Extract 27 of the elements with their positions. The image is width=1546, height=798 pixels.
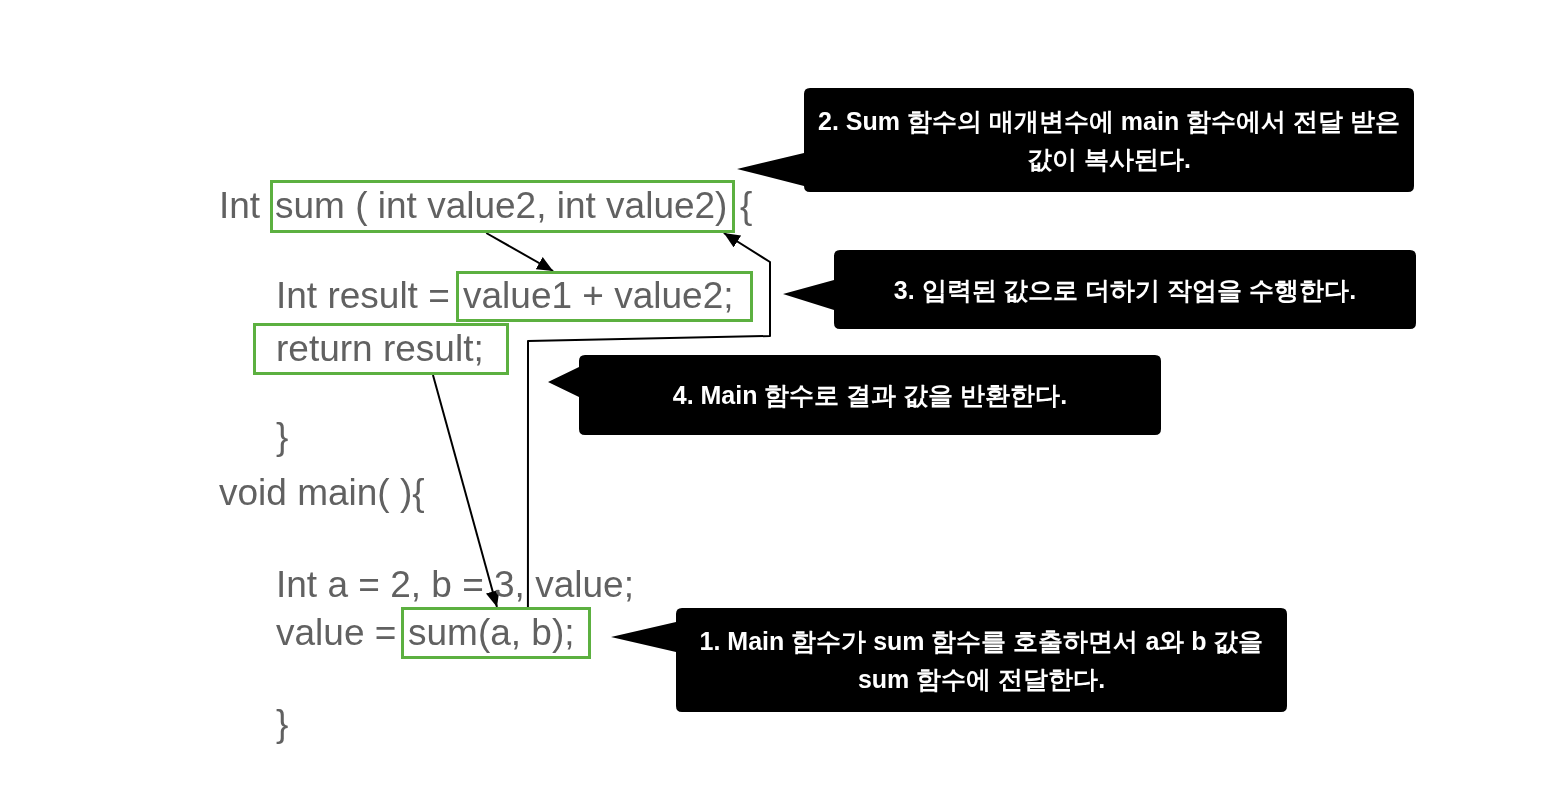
code-text: return result;	[276, 327, 484, 371]
code-line: }	[276, 702, 289, 746]
callout-text: 2. Sum 함수의 매개변수에 main 함수에서 전달 받은 값이 복사된다.	[817, 106, 1401, 175]
code-text: sum ( int value2, int value2)	[275, 185, 728, 228]
code-line: }	[276, 415, 289, 459]
callout-text: 3. 입력된 값으로 더하기 작업을 수행한다.	[893, 274, 1357, 306]
arrow	[526, 232, 771, 608]
code-line: value =	[276, 611, 397, 655]
highlight-box	[270, 180, 735, 233]
callout-text: 4. Main 함수로 결과 값을 반환한다.	[672, 380, 1068, 411]
speech-bubble	[611, 608, 1287, 712]
arrow	[431, 374, 500, 608]
code-line: Int result =	[276, 275, 450, 318]
callout-text: 1. Main 함수가 sum 함수를 호출하면서 a와 b 값을 sum 함수에 전달한다.	[698, 626, 1265, 695]
code-line: Int	[219, 185, 261, 228]
speech-bubble	[783, 250, 1416, 329]
code-text: sum(a, b);	[408, 611, 575, 655]
highlight-box	[253, 323, 509, 375]
speech-bubble	[548, 355, 1161, 435]
speech-bubble	[737, 88, 1414, 192]
highlight-box	[456, 271, 753, 322]
code-text: value1 + value2;	[463, 275, 734, 318]
arrow	[485, 232, 555, 272]
code-line: void main( ){	[219, 471, 425, 515]
highlight-box	[401, 607, 591, 659]
code-line: Int a = 2, b = 3, value;	[276, 563, 634, 607]
code-line: {	[740, 185, 753, 228]
